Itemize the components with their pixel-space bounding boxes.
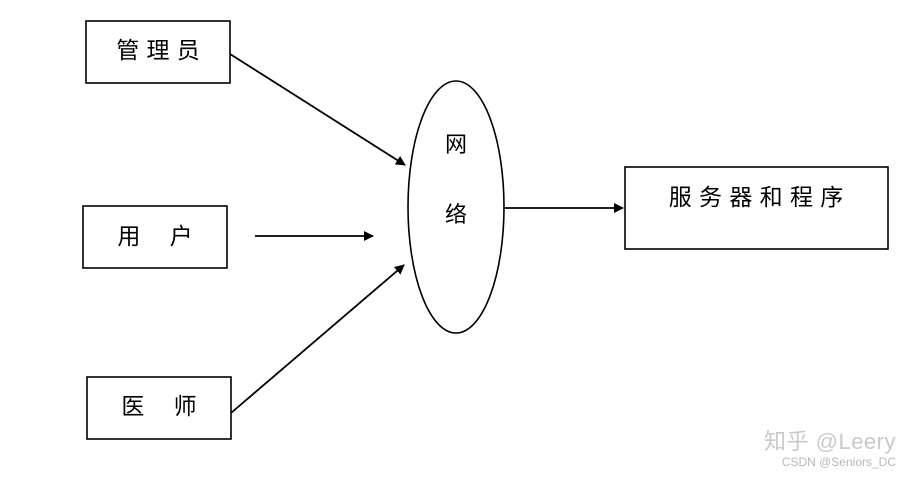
node-doctor-label: 医 师 bbox=[121, 394, 196, 420]
edge-admin-to-network bbox=[229, 53, 406, 166]
watermark-zhihu: 知乎 @Leery bbox=[764, 429, 896, 454]
edge-doctor-to-network bbox=[230, 264, 405, 414]
node-network: 网 络 bbox=[407, 80, 505, 334]
watermark-csdn: CSDN @Seniors_DC bbox=[781, 455, 896, 469]
node-user-box bbox=[82, 205, 228, 269]
node-doctor: 医 师 bbox=[86, 376, 232, 440]
node-admin-box bbox=[85, 20, 231, 84]
node-server-box bbox=[624, 166, 889, 250]
node-server: 服 务 器 和 程 序 bbox=[624, 166, 889, 250]
node-network-label-2: 络 bbox=[445, 203, 467, 228]
node-network-label-1: 网 bbox=[445, 133, 467, 158]
node-doctor-box bbox=[86, 376, 232, 440]
node-server-label: 服 务 器 和 程 序 bbox=[669, 185, 844, 211]
node-user: 用 户 bbox=[82, 205, 228, 269]
node-network-ellipse bbox=[407, 80, 505, 334]
node-user-label: 用 户 bbox=[117, 224, 192, 250]
node-admin: 管 理 员 bbox=[85, 20, 231, 84]
node-admin-label: 管 理 员 bbox=[116, 38, 200, 64]
